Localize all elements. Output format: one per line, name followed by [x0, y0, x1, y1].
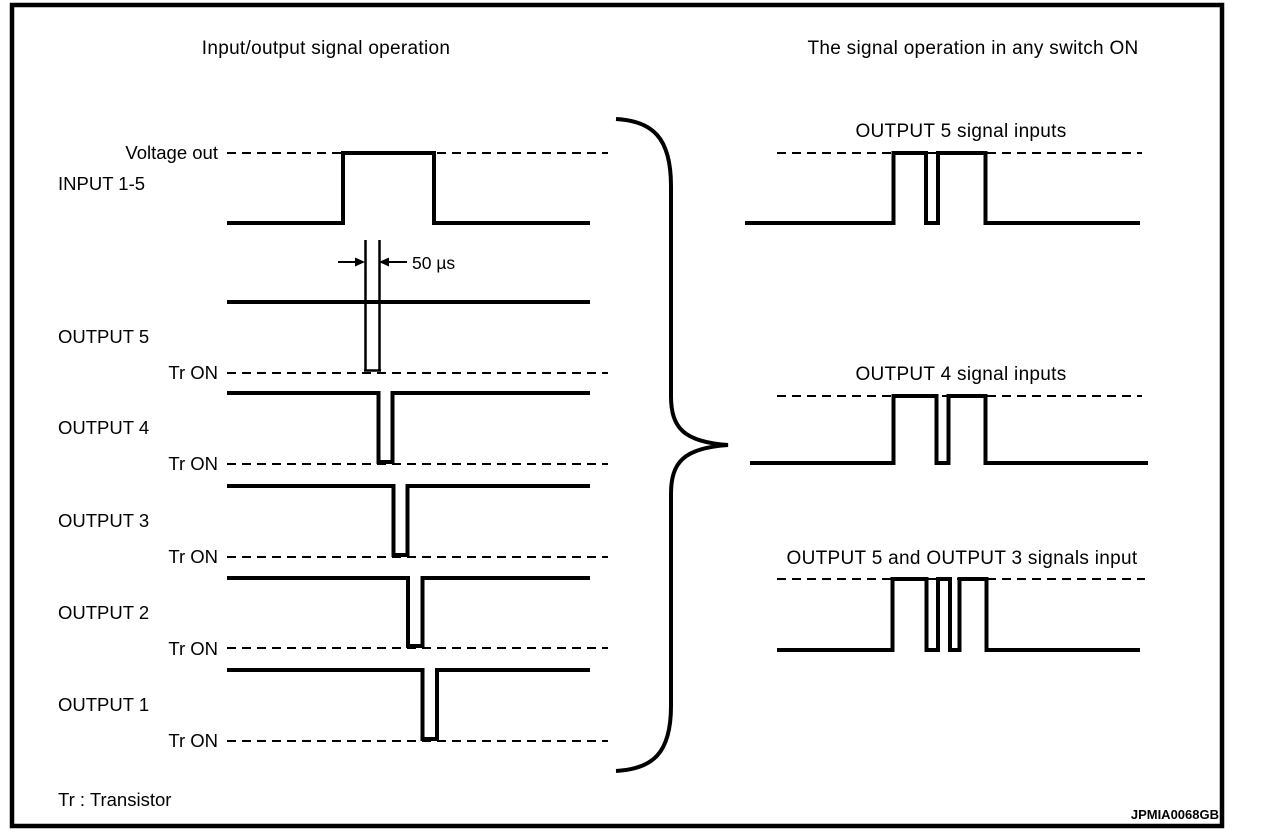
voltage-out-label: Voltage out [125, 142, 218, 163]
output-1-tr-on-label: Tr ON [168, 730, 218, 751]
pulse-width-label: 50 µs [412, 253, 455, 273]
right-group-output-4-title: OUTPUT 4 signal inputs [855, 364, 1066, 385]
pulse-width-annotation: 50 µs [338, 240, 455, 372]
pulse-width-marker-lines [364, 240, 381, 372]
right-group-output-5: OUTPUT 5 signal inputs [745, 121, 1142, 225]
output-3-label: OUTPUT 3 [58, 510, 149, 531]
output-2-row: OUTPUT 2 Tr ON [58, 576, 608, 659]
figure-code-watermark: JPMIA0068GB [1131, 807, 1219, 822]
left-section-title: Input/output signal operation [202, 38, 451, 59]
right-group-output-5-and-3-title: OUTPUT 5 and OUTPUT 3 signals input [787, 548, 1138, 569]
output-2-waveform [227, 576, 590, 648]
output-5-label: OUTPUT 5 [58, 326, 149, 347]
output-3-row: OUTPUT 3 Tr ON [58, 484, 608, 567]
input-1-5-label: INPUT 1-5 [58, 173, 145, 194]
output-4-label: OUTPUT 4 [58, 417, 149, 438]
output-2-tr-on-label: Tr ON [168, 638, 218, 659]
input-waveform [227, 151, 590, 225]
output-4-waveform [227, 391, 590, 464]
right-group-output-4-waveform [750, 394, 1148, 465]
output-3-waveform [227, 484, 590, 557]
output-3-tr-on-label: Tr ON [168, 546, 218, 567]
output-4-tr-on-label: Tr ON [168, 453, 218, 474]
output-2-label: OUTPUT 2 [58, 602, 149, 623]
transistor-footnote: Tr : Transistor [58, 789, 171, 810]
output-4-row: OUTPUT 4 Tr ON [58, 391, 608, 474]
output-1-label: OUTPUT 1 [58, 694, 149, 715]
output-1-waveform [227, 668, 590, 741]
right-group-output-5-and-3-waveform [777, 577, 1140, 652]
right-group-output-4: OUTPUT 4 signal inputs [750, 364, 1148, 465]
output-5-row: OUTPUT 5 Tr ON [58, 300, 608, 383]
pulse-width-right-arrowhead [379, 257, 389, 267]
output-1-row: OUTPUT 1 Tr ON [58, 668, 608, 751]
right-group-output-5-and-3: OUTPUT 5 and OUTPUT 3 signals input [777, 548, 1145, 652]
right-group-output-5-title: OUTPUT 5 signal inputs [855, 121, 1066, 142]
output-5-tr-on-label: Tr ON [168, 362, 218, 383]
curly-brace [615, 117, 729, 773]
pulse-width-left-arrowhead [355, 257, 365, 267]
diagram-border [9, 2, 1225, 829]
right-section-title: The signal operation in any switch ON [807, 38, 1138, 59]
right-group-output-5-waveform [745, 151, 1140, 225]
input-waveform-row: Voltage out INPUT 1-5 [58, 142, 608, 225]
